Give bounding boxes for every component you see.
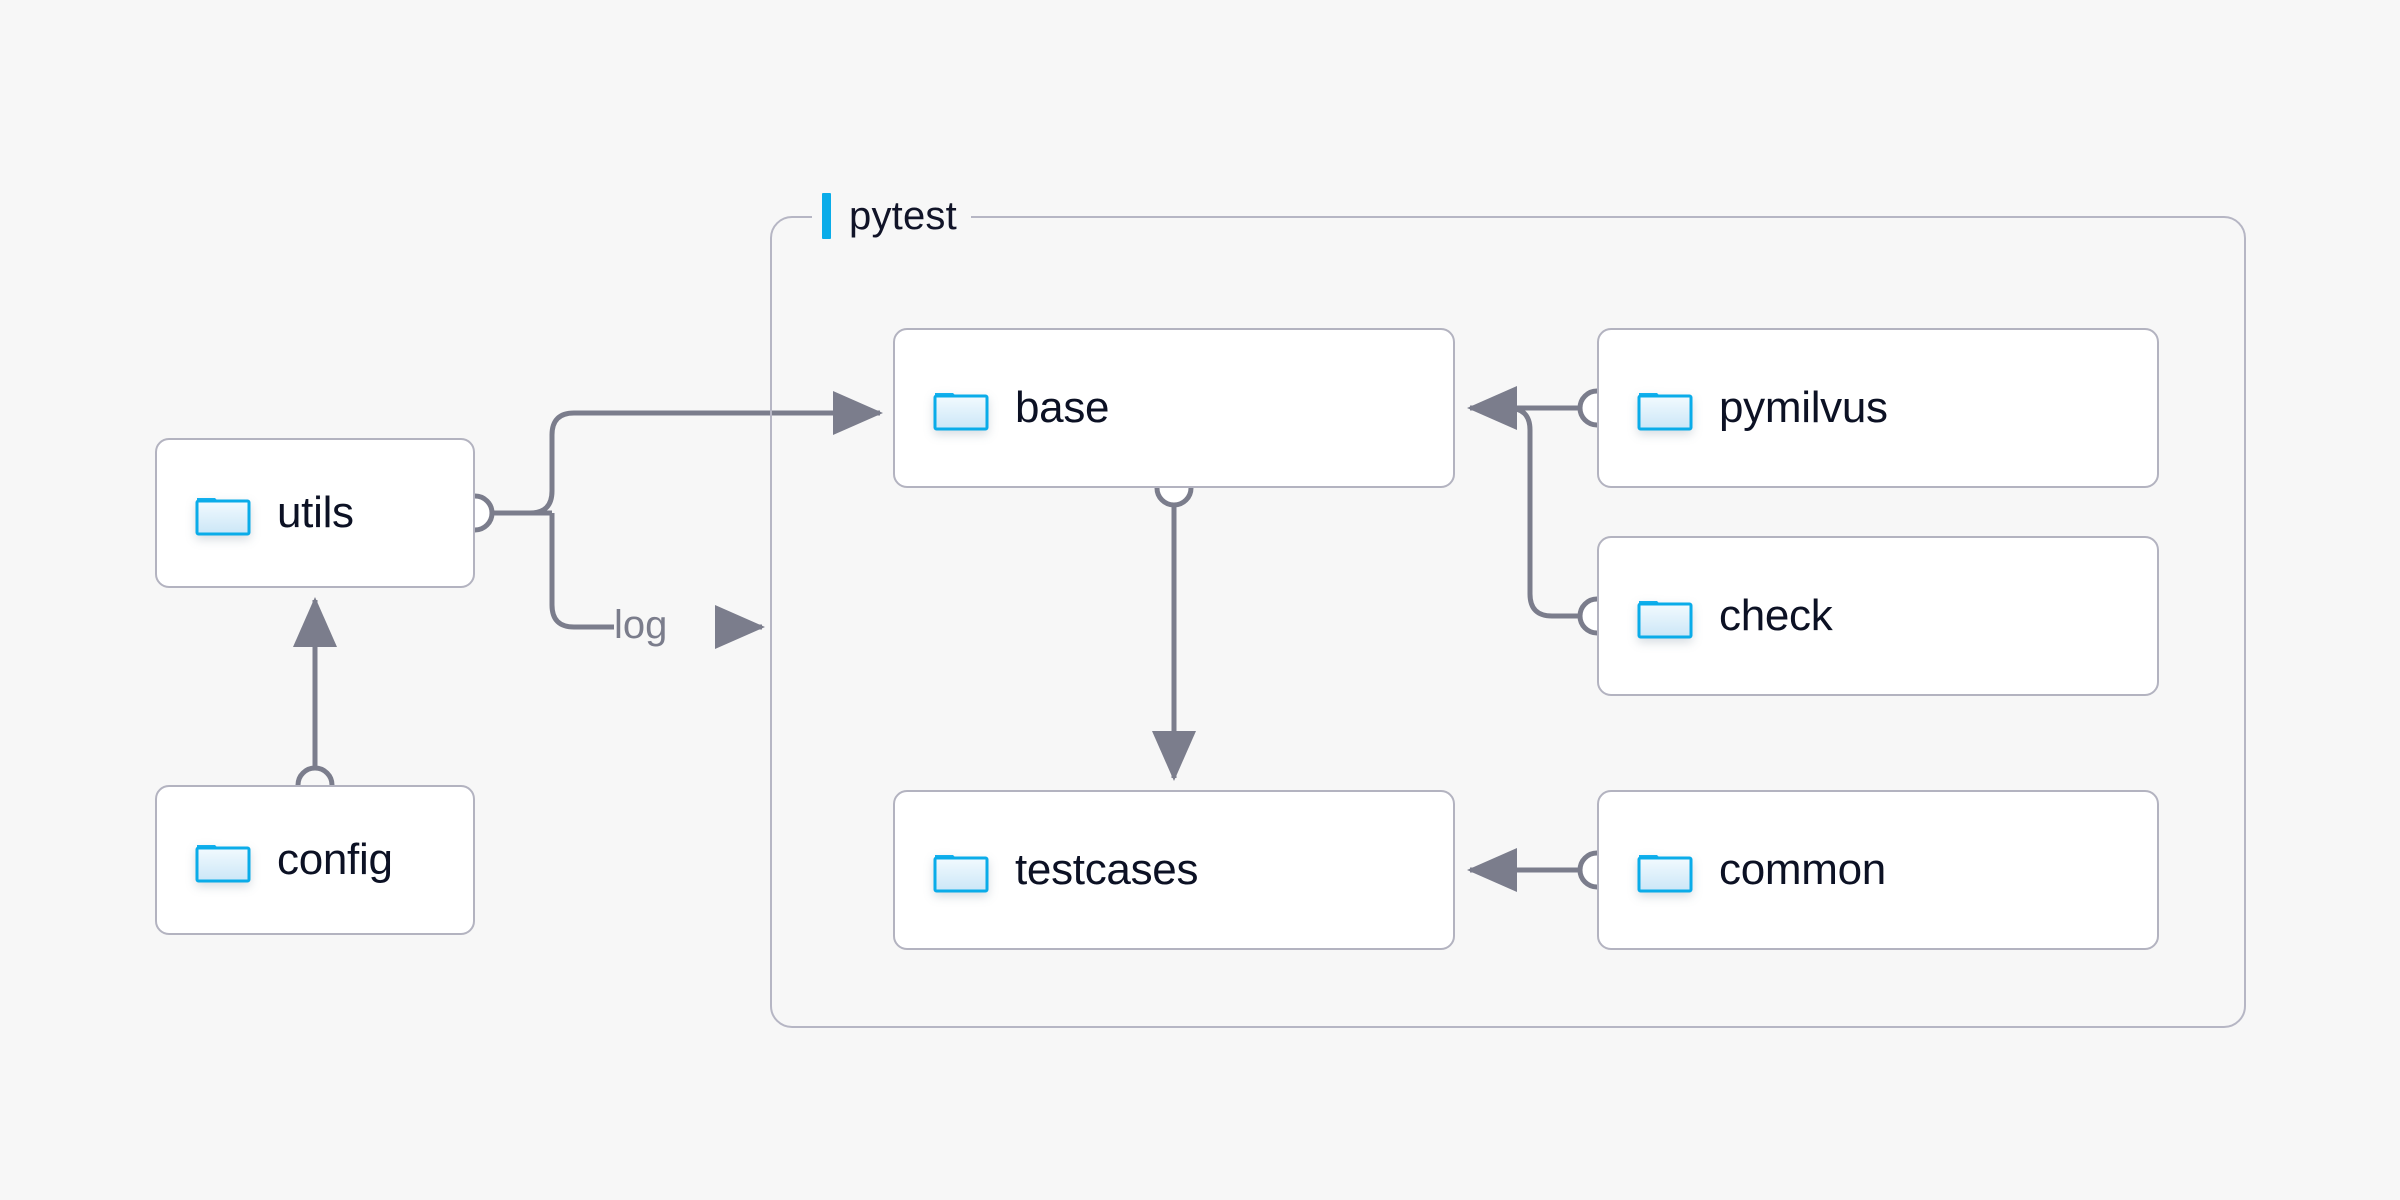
node-label: testcases [1015,845,1199,894]
node-label: utils [277,488,354,537]
folder-icon [1637,593,1693,639]
node-check[interactable]: check [1597,536,2159,696]
node-label: common [1719,845,1886,894]
edge-label-log-text: log [614,603,668,647]
node-label: pymilvus [1719,383,1888,432]
group-accent-bar [822,193,831,239]
folder-icon [1637,385,1693,431]
node-pymilvus[interactable]: pymilvus [1597,328,2159,488]
group-container-pytest [770,216,2246,1028]
node-config[interactable]: config [155,785,475,935]
folder-icon [195,490,251,536]
node-common[interactable]: common [1597,790,2159,950]
node-label: base [1015,383,1110,432]
node-label: config [277,835,393,884]
group-label-pytest: pytest [812,188,971,244]
folder-icon [933,847,989,893]
node-utils[interactable]: utils [155,438,475,588]
node-base[interactable]: base [893,328,1455,488]
group-title-text: pytest [849,193,957,238]
node-testcases[interactable]: testcases [893,790,1455,950]
folder-icon [933,385,989,431]
edge-config-to-utils [293,596,337,805]
edge-utils-to-log [455,493,766,649]
folder-icon [1637,847,1693,893]
edge-label-log: log [614,603,667,648]
node-label: check [1719,591,1833,640]
folder-icon [195,837,251,883]
